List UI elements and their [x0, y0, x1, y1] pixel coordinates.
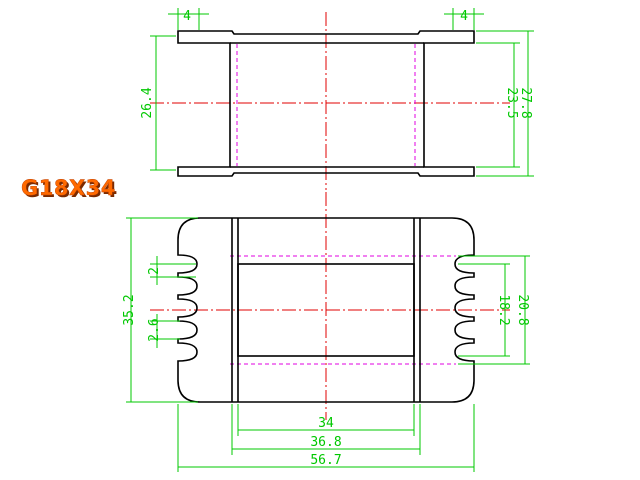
top-view: 4 4 26.4 23.5 27.8	[140, 8, 534, 190]
dim-overall-height: 26.4	[140, 87, 155, 118]
front-view-outline	[177, 217, 475, 403]
part-code-title: G18X34	[21, 176, 116, 200]
dim-flange-width: 36.8	[310, 435, 341, 450]
dim-window-height: 18.2	[496, 294, 511, 325]
part-code-shadow: G18X34	[23, 178, 118, 202]
dim-flange-left: 4	[183, 9, 191, 24]
front-view-hidden-lines	[230, 220, 456, 402]
dim-flange-right: 4	[460, 9, 468, 24]
top-view-dimensions	[150, 8, 534, 177]
top-view-outline	[177, 30, 475, 177]
front-view-dimensions	[126, 217, 530, 472]
dim-inner-height: 23.5	[504, 87, 519, 118]
front-view: 35.2 2 2.6 18.2 20.8 34 36.8 56.7	[122, 192, 530, 472]
dim-overall-width: 56.7	[310, 453, 341, 468]
dim-slot-pitch: 2	[147, 267, 162, 275]
dim-outer-height: 27.8	[518, 87, 533, 118]
dim-core-height: 20.8	[515, 294, 530, 325]
dim-tooth-gap: 2.6	[147, 318, 162, 341]
dim-window-width: 34	[318, 416, 334, 431]
dim-total-height: 35.2	[122, 294, 137, 325]
